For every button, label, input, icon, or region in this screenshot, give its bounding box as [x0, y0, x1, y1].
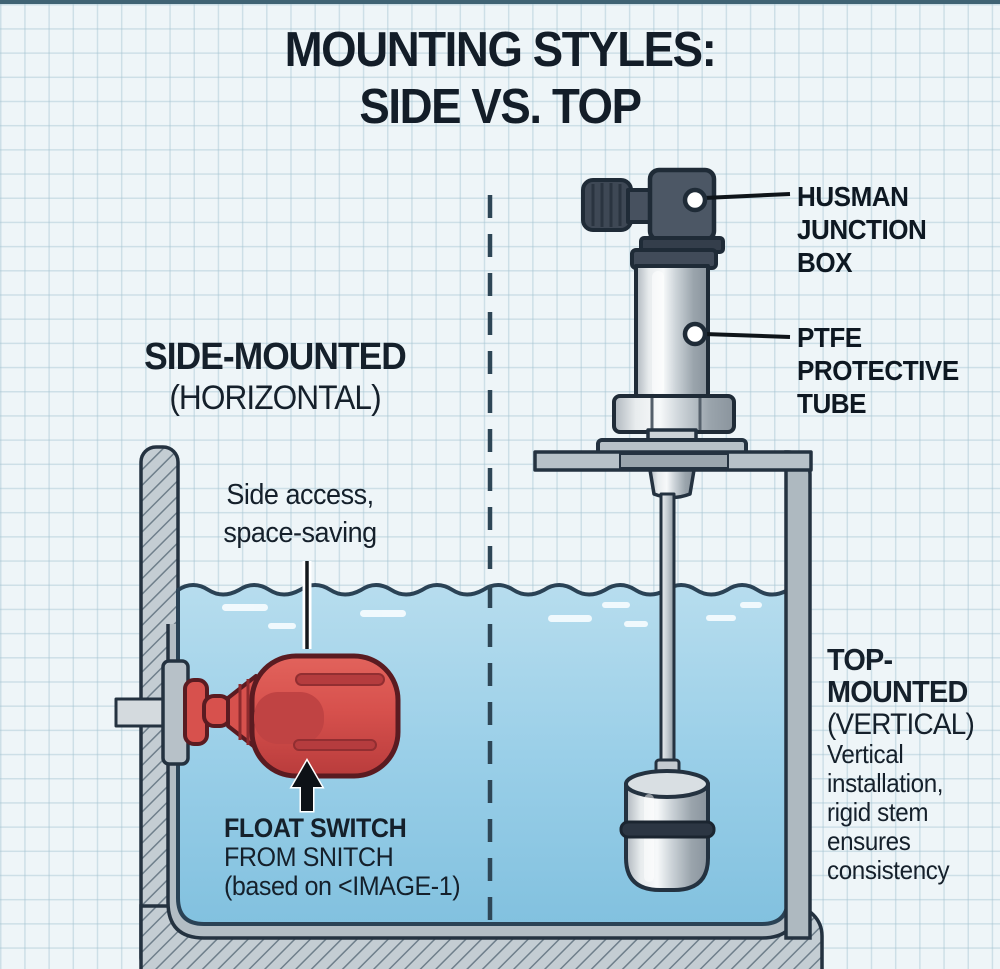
- rim-inset: [619, 453, 729, 469]
- ptfe-tube-label: PTFE PROTECTIVE TUBE: [797, 321, 959, 420]
- top-note-line-2: installation,: [827, 768, 944, 798]
- callouts: [289, 187, 791, 813]
- float-band: [619, 820, 716, 839]
- top-mounted-note: Vertical installation, rigid stem ensure…: [827, 739, 950, 885]
- float-switch-caption: FLOAT SWITCH FROM SNITCH (based on <IMAG…: [224, 813, 461, 901]
- callout-dot-junction-box: [682, 187, 708, 213]
- side-access-note: Side access, space-saving: [202, 476, 397, 552]
- top-heading-line-2: MOUNTED: [827, 674, 968, 709]
- title-line-2: SIDE VS. TOP: [359, 80, 642, 134]
- junction-label-line-1: HUSMAN: [797, 181, 909, 212]
- tube-label-line-2: PROTECTIVE: [797, 355, 959, 386]
- callout-line-tube: [703, 332, 791, 339]
- top-note-line-5: consistency: [827, 855, 950, 885]
- junction-box-label: HUSMAN JUNCTION BOX: [797, 180, 927, 279]
- top-heading-sub: (VERTICAL): [827, 708, 975, 741]
- top-note-line-3: rigid stem: [827, 797, 929, 827]
- junction-label-line-2: JUNCTION: [797, 214, 927, 245]
- right-wall: [784, 450, 812, 940]
- float-caption-line-3: (based on <IMAGE-1): [224, 871, 461, 901]
- callout-line-junction-box: [703, 192, 791, 200]
- title-line-1: MOUNTING STYLES:: [284, 23, 717, 77]
- tube-highlight: [652, 271, 664, 395]
- top-note-line-4: ensures: [827, 826, 911, 856]
- float-caption-title: FLOAT SWITCH: [224, 813, 407, 843]
- tube-label-line-1: PTFE: [797, 322, 862, 353]
- sensor-stem: [659, 492, 676, 766]
- cable-gland: [581, 178, 656, 232]
- side-mounted-heading-main: SIDE-MOUNTED: [144, 336, 407, 378]
- water-sparkles: [222, 602, 762, 629]
- tube-label-line-3: TUBE: [797, 388, 867, 419]
- float-body-inner-shadow: [254, 692, 324, 744]
- wall-pipe-stub: [114, 697, 172, 728]
- side-float-switch: [114, 653, 401, 779]
- top-mounted-sensor: [533, 167, 813, 892]
- side-mounted-heading-sub: (HORIZONTAL): [169, 379, 381, 417]
- top-note-line-1: Vertical: [827, 739, 904, 769]
- side-note-line-1: Side access,: [226, 479, 374, 511]
- illustration-scene: [114, 167, 824, 969]
- side-note-line-2: space-saving: [223, 517, 377, 549]
- float-body-slot-bottom: [293, 739, 377, 751]
- float-body-slot-top: [295, 673, 385, 686]
- junction-label-line-3: BOX: [797, 247, 853, 278]
- hex-nut: [612, 394, 736, 434]
- page-title: MOUNTING STYLES: SIDE VS. TOP: [35, 22, 965, 136]
- callout-dot-tube: [682, 321, 708, 347]
- side-mounted-heading: SIDE-MOUNTED (HORIZONTAL): [112, 336, 438, 418]
- float-pointer-arrow: [289, 757, 325, 813]
- vertical-float: [619, 769, 716, 892]
- top-heading-line-1: TOP-: [827, 642, 893, 677]
- top-mounted-heading: TOP- MOUNTED (VERTICAL): [827, 642, 975, 742]
- float-caption-line-2: FROM SNITCH: [224, 842, 394, 872]
